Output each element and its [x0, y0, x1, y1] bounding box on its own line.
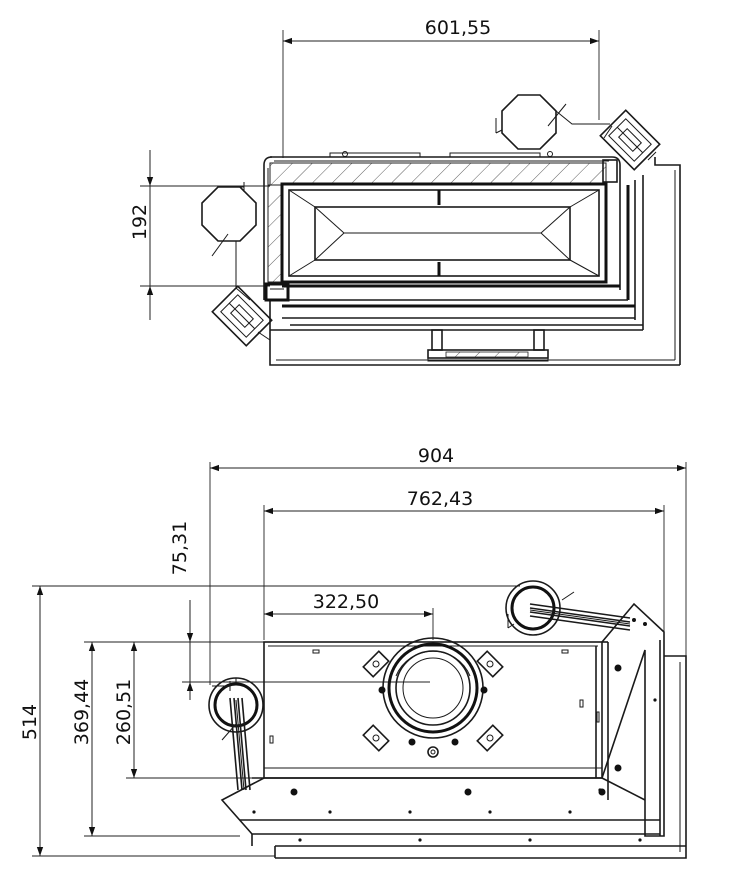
- dim-label-260-51: 260,51: [113, 679, 135, 745]
- front-view: 904 762,43 322,50 75,31: [19, 445, 687, 859]
- front-right-panel: [275, 602, 687, 859]
- left-cable-bundle: [229, 697, 251, 791]
- dim-label-75-31: 75,31: [169, 521, 191, 575]
- dimension-762-43: 762,43: [263, 488, 665, 655]
- dimension-601-55: 601,55: [282, 17, 600, 158]
- dimension-192: 192: [129, 150, 270, 320]
- dimension-904: 904: [209, 445, 687, 685]
- dim-label-601-55: 601,55: [425, 17, 491, 39]
- dim-label-904: 904: [418, 445, 454, 467]
- top-housing: [263, 151, 621, 300]
- dimension-369-44: 369,44: [71, 641, 264, 837]
- dim-label-762-43: 762,43: [407, 488, 473, 510]
- front-flue-collar: [362, 637, 504, 758]
- dim-label-514: 514: [19, 704, 41, 740]
- top-bottom-structure: [264, 282, 680, 366]
- top-glass-frame: [280, 182, 608, 284]
- front-left-connector: [208, 677, 264, 791]
- right-cable-bundle: [529, 603, 631, 631]
- dimension-514: 514: [19, 585, 520, 857]
- front-right-connector: [505, 580, 631, 636]
- front-firebox: [263, 641, 608, 779]
- top-right-octagon: [495, 94, 661, 171]
- top-right-walls: [602, 157, 681, 365]
- front-base: [220, 777, 686, 858]
- dim-label-369-44: 369,44: [71, 679, 93, 745]
- dim-label-322-50: 322,50: [313, 591, 379, 613]
- top-view: 601,55 192: [129, 17, 681, 366]
- dimension-322-50: 322,50: [264, 591, 434, 640]
- top-left-octagon: [201, 182, 273, 347]
- dim-label-192: 192: [129, 204, 151, 240]
